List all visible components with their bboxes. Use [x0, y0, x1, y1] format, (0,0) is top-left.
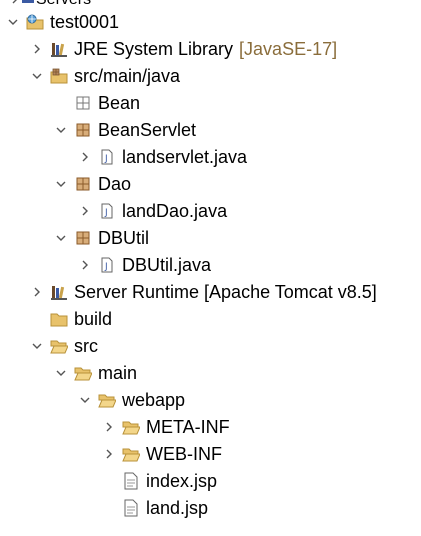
tree-item-folder-web-inf[interactable]: WEB-INF: [0, 440, 421, 467]
tree-item-label: Dao: [98, 173, 132, 194]
folder-open-icon: [98, 391, 116, 409]
folder-icon: [50, 310, 68, 328]
tree-item-label: META-INF: [146, 416, 230, 437]
tree-item-label: WEB-INF: [146, 443, 222, 464]
tree-item-jsp-file[interactable]: land.jsp: [0, 494, 421, 521]
jsp-file-icon: [122, 472, 140, 490]
package-icon: [74, 229, 92, 247]
tree-item-label: webapp: [122, 389, 186, 410]
tree-item-java-file[interactable]: J landDao.java: [0, 197, 421, 224]
java-file-icon: J: [98, 202, 116, 220]
chevron-right-icon[interactable]: [30, 42, 44, 56]
chevron-right-icon[interactable]: [78, 150, 92, 164]
chevron-right-icon[interactable]: [102, 420, 116, 434]
tree-item-folder-build[interactable]: build: [0, 305, 421, 332]
tree-item-java-file[interactable]: J DBUtil.java: [0, 251, 421, 278]
package-icon: [74, 175, 92, 193]
tree-item-server-runtime[interactable]: Server Runtime [Apache Tomcat v8.5]: [0, 278, 421, 305]
folder-open-icon: [74, 364, 92, 382]
chevron-right-icon[interactable]: [102, 447, 116, 461]
web-project-icon: [26, 13, 44, 31]
chevron-down-icon[interactable]: [54, 366, 68, 380]
tree-item-folder-main[interactable]: main: [0, 359, 421, 386]
tree-item-servers[interactable]: Servers: [0, 0, 421, 10]
tree-item-jre-library[interactable]: JRE System Library [JavaSE-17]: [0, 35, 421, 62]
tree-item-package-beanservlet[interactable]: BeanServlet: [0, 116, 421, 143]
tree-item-java-file[interactable]: J landservlet.java: [0, 143, 421, 170]
svg-text:J: J: [104, 154, 108, 164]
library-icon: [50, 283, 68, 301]
chevron-down-icon[interactable]: [54, 231, 68, 245]
folder-open-icon: [122, 445, 140, 463]
chevron-right-icon[interactable]: [78, 258, 92, 272]
tree-item-label: landservlet.java: [122, 146, 248, 167]
tree-item-label: main: [98, 362, 138, 383]
tree-item-label: build: [74, 308, 113, 329]
package-icon: [74, 121, 92, 139]
tree-item-label: Servers: [36, 0, 91, 9]
tree-item-folder-src[interactable]: src: [0, 332, 421, 359]
tree-item-label: Bean: [98, 92, 141, 113]
chevron-right-icon[interactable]: [10, 0, 20, 9]
empty-package-icon: [74, 94, 92, 112]
tree-item-label: src/main/java: [74, 65, 181, 86]
tree-item-label: landDao.java: [122, 200, 228, 221]
chevron-down-icon[interactable]: [30, 339, 44, 353]
tree-item-label: src: [74, 335, 98, 356]
chevron-down-icon[interactable]: [54, 177, 68, 191]
tree-item-label: Server Runtime [Apache Tomcat v8.5]: [74, 281, 377, 302]
jsp-file-icon: [122, 499, 140, 517]
tree-item-package-bean[interactable]: Bean: [0, 89, 421, 116]
folder-open-icon: [122, 418, 140, 436]
java-file-icon: J: [98, 148, 116, 166]
tree-item-label: index.jsp: [146, 470, 218, 491]
chevron-down-icon[interactable]: [30, 69, 44, 83]
server-folder-icon: [20, 0, 36, 11]
tree-item-label: test0001: [50, 11, 120, 32]
tree-item-package-dbutil[interactable]: DBUtil: [0, 224, 421, 251]
source-folder-icon: [50, 67, 68, 85]
chevron-right-icon[interactable]: [78, 204, 92, 218]
chevron-down-icon[interactable]: [54, 123, 68, 137]
tree-item-label: land.jsp: [146, 497, 209, 518]
svg-text:J: J: [104, 262, 108, 272]
jre-version-decoration: [JavaSE-17]: [239, 38, 338, 59]
tree-item-project[interactable]: test0001: [0, 8, 421, 35]
chevron-right-icon[interactable]: [30, 285, 44, 299]
java-file-icon: J: [98, 256, 116, 274]
tree-item-label: JRE System Library: [74, 38, 234, 59]
tree-item-package-dao[interactable]: Dao: [0, 170, 421, 197]
svg-text:J: J: [104, 208, 108, 218]
tree-item-label: DBUtil.java: [122, 254, 212, 275]
chevron-down-icon[interactable]: [78, 393, 92, 407]
tree-item-source-folder[interactable]: src/main/java: [0, 62, 421, 89]
tree-item-folder-meta-inf[interactable]: META-INF: [0, 413, 421, 440]
chevron-down-icon[interactable]: [6, 15, 20, 29]
library-icon: [50, 40, 68, 58]
tree-item-jsp-file[interactable]: index.jsp: [0, 467, 421, 494]
tree-item-folder-webapp[interactable]: webapp: [0, 386, 421, 413]
folder-open-icon: [50, 337, 68, 355]
tree-item-label: DBUtil: [98, 227, 150, 248]
tree-item-label: BeanServlet: [98, 119, 197, 140]
